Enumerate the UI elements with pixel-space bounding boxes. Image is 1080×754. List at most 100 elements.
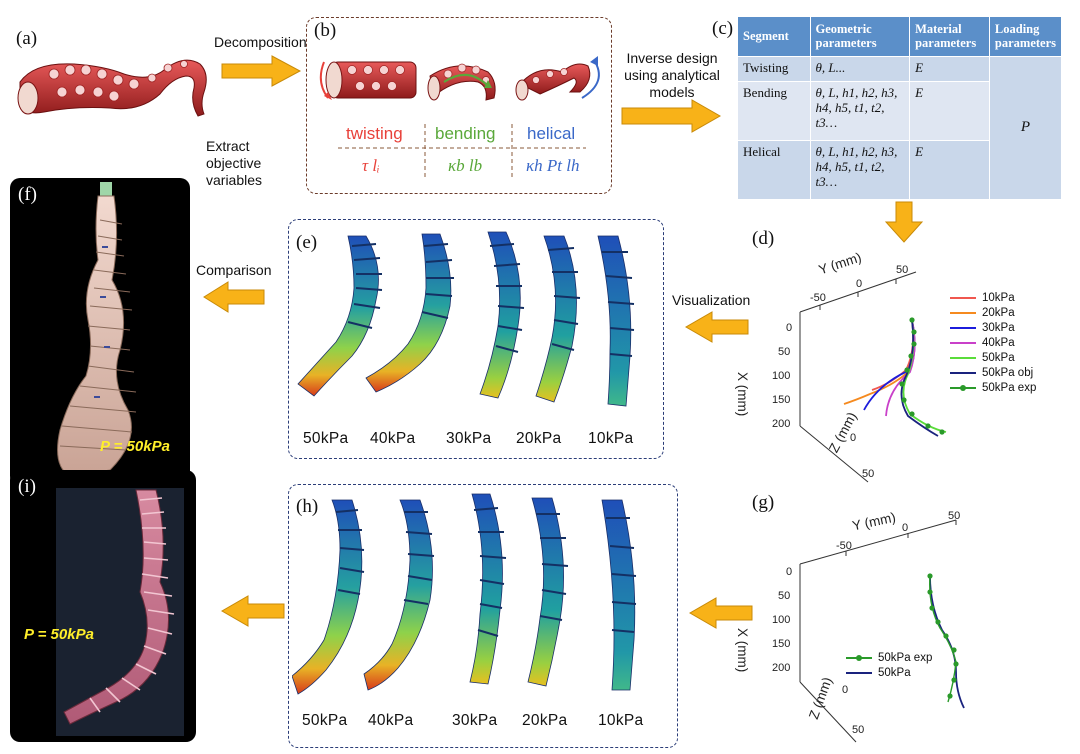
comparison-arrow [203,281,265,313]
printed-actuator-photo-f [57,182,137,477]
panel-label-f: (f) [18,184,37,205]
down-arrow [884,201,924,243]
x-axis-label-g: X (mm) [735,628,750,673]
panel-label-g: (g) [752,492,775,513]
panel-label-a: (a) [16,28,38,49]
fem-sim-10kpa-h [601,499,637,691]
table-cell: E [909,139,990,201]
visualization-arrow [684,311,749,343]
inverse-design-label: Inverse design using analytical models [624,50,720,100]
pressure-label-f: P = 50kPa [100,438,170,455]
y-tick-d: -50 [810,292,826,304]
z-tick-g: 0 [842,684,849,696]
legend-entry-g: 50kPa exp [846,650,932,665]
x-tick-g: 0 [786,566,793,578]
fem-sim-20kpa-e [535,235,581,403]
fem-sim-50kpa-e [297,235,383,397]
fem-sim-20kpa-h [527,497,569,687]
left-arrow-g-to-h [688,597,753,629]
tentacle-image [17,59,207,117]
legend-entry-d: 50kPa obj [950,365,1036,380]
panel-b-dividers [338,124,586,178]
legend-entry-d: 20kPa [950,305,1036,320]
twisting-vars: τ lᵢ [362,156,380,175]
y-tick-d: 50 [896,264,909,276]
table-cell: Helical [737,139,811,201]
panel-e-frame [288,219,664,459]
panel-label-h: (h) [296,496,319,517]
pressure-strip-h-10: 10kPa [598,712,644,729]
table-cell: Bending [737,80,811,141]
pressure-strip-h-30: 30kPa [452,712,498,729]
legend-g: 50kPa exp 50kPa [846,650,932,680]
helical-vars: κh Pt lh [526,156,580,175]
pressure-strip-h-20: 20kPa [522,712,568,729]
legend-entry-d: 30kPa [950,320,1036,335]
segment-images [319,56,600,101]
fem-simulations-e [297,231,635,407]
left-arrow-h-to-i [220,595,285,627]
legend-d: 10kPa 20kPa 30kPa 40kPa 50kPa 50kPa obj … [950,290,1036,395]
table-header: Material parameters [909,16,990,57]
fem-sim-10kpa-e [597,235,635,407]
y-tick-g: 50 [948,510,961,522]
panel-label-e: (e) [296,232,318,253]
table-cell: E [909,55,990,82]
plot-3d-d [799,271,947,483]
bending-vars: κb lb [448,156,483,175]
y-tick-g: 0 [902,522,909,534]
x-tick-d: 50 [778,346,791,358]
x-tick-g: 200 [772,662,791,674]
panel-label-c: (c) [712,18,734,39]
twisting-label: twisting [346,124,403,143]
x-tick-g: 50 [778,590,791,602]
extract-label: Extract objective variables [206,138,263,188]
pressure-label-i: P = 50kPa [24,626,94,643]
printed-actuator-photo-i [56,488,184,736]
panel-label-b: (b) [314,20,337,41]
x-tick-d: 0 [786,322,793,334]
x-tick-g: 150 [772,638,791,650]
decomposition-label: Decomposition [214,34,307,50]
inverse-design-arrow [621,99,722,133]
panel-label-i: (i) [18,476,36,497]
table-cell: θ, L... [809,55,911,82]
y-tick-g: -50 [836,540,852,552]
z-tick-d: 50 [862,468,875,480]
legend-entry-g: 50kPa [846,665,932,680]
fem-simulations-h [292,493,637,695]
x-tick-g: 100 [772,614,791,626]
legend-entry-d: 10kPa [950,290,1036,305]
table-cell: θ, L, h1, h2, h3, h4, h5, t1, t2, t3… [809,139,911,201]
pressure-strip-e-40: 40kPa [370,430,416,447]
x-tick-d: 100 [772,370,791,382]
visualization-label: Visualization [672,292,751,308]
fem-sim-40kpa-h [363,499,435,691]
y-tick-d: 0 [856,278,863,290]
plot-3d-g [799,519,965,743]
table-header: Segment [737,16,811,57]
table-cell: θ, L, h1, h2, h3, h4, h5, t1, t2, t3… [809,80,911,141]
fem-sim-30kpa-e [479,231,525,399]
z-tick-d: 0 [850,432,857,444]
pressure-strip-e-30: 30kPa [446,430,492,447]
bending-label: bending [435,124,496,143]
fem-sim-30kpa-h [469,493,507,685]
decomposition-arrow [221,55,302,87]
pressure-strip-h-40: 40kPa [368,712,414,729]
pressure-strip-h-50: 50kPa [302,712,348,729]
table-header: Geometric parameters [809,16,911,57]
fem-sim-50kpa-h [292,499,365,695]
legend-entry-d: 40kPa [950,335,1036,350]
panel-h-frame [288,484,678,748]
panel-b-frame [306,17,612,194]
table-header: Loading parameters [988,16,1063,57]
table-cell-loading: P [988,55,1063,201]
segment-parameter-table: Segment Geometric parameters Material pa… [737,16,1063,201]
panel-label-d: (d) [752,228,775,249]
x-tick-d: 200 [772,418,791,430]
z-tick-g: 50 [852,724,865,736]
table-cell: E [909,80,990,141]
legend-entry-d: 50kPa [950,350,1036,365]
pressure-strip-e-20: 20kPa [516,430,562,447]
